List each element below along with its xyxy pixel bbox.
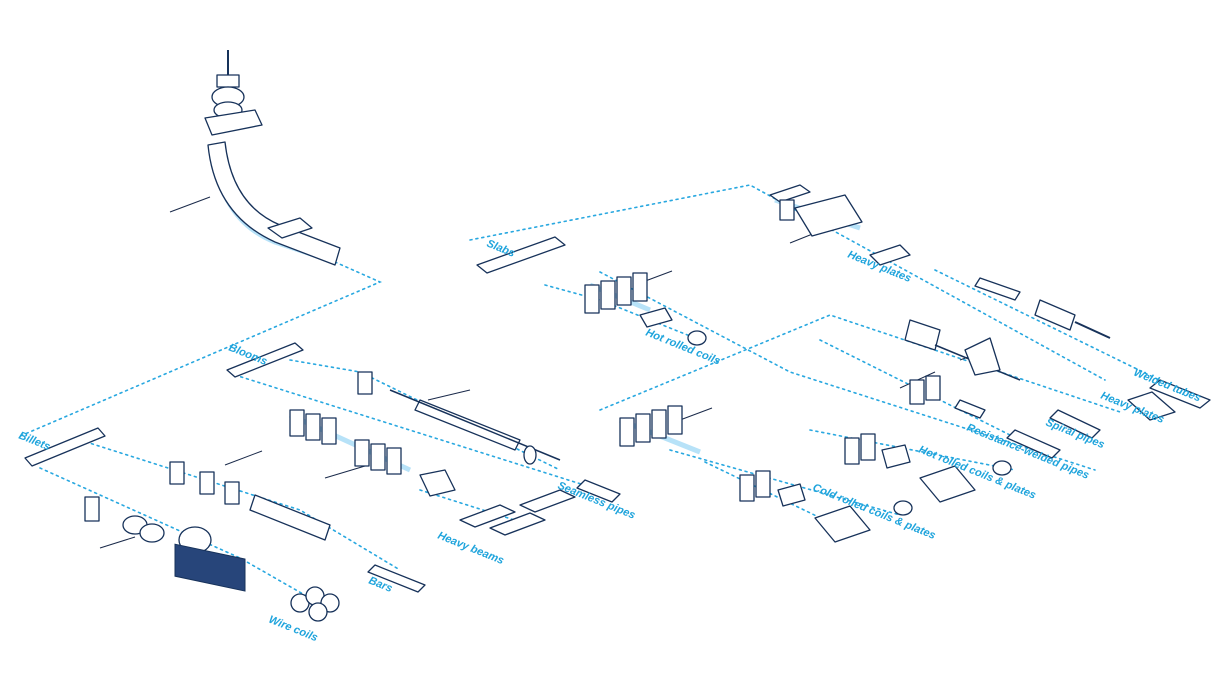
- semi-finished-stock: [24, 236, 566, 467]
- billets-block: [24, 427, 106, 467]
- welded-tube-line: [974, 277, 1211, 421]
- hot-strip-mill: [584, 272, 707, 346]
- continuous-caster: [204, 50, 341, 266]
- cold-mill: [619, 405, 913, 543]
- seamless-pipe-mill: [357, 371, 621, 503]
- spiral-pipe-line: [904, 319, 1101, 459]
- blooms-block: [226, 342, 304, 378]
- bar-mill: [169, 461, 426, 593]
- welded-tubes-product: [1149, 379, 1211, 409]
- label-heavy-beams: Heavy beams: [436, 530, 506, 567]
- heavy-plates-product-2: [1127, 391, 1176, 421]
- heavy-plate-mill: [769, 184, 911, 266]
- heavy-beam-product-1: [459, 504, 516, 528]
- heavy-beam-product-2: [489, 512, 546, 536]
- heavy-plate-product: [869, 244, 911, 266]
- hot-rolled-coil-product: [687, 330, 707, 346]
- wire-rod-mill: [84, 496, 340, 622]
- hot-rolled-plates-product: [919, 465, 976, 503]
- spiral-pipes-product: [1049, 409, 1101, 439]
- heavy-beam-mill: [288, 409, 576, 536]
- label-billets: Billets: [17, 430, 52, 453]
- resistance-welded-pipes-product: [1006, 429, 1061, 459]
- heavy-beam-product-3: [519, 489, 576, 513]
- bars-product: [367, 564, 426, 593]
- slabs-block: [476, 236, 566, 274]
- hot-rolled-coils-plates-line: [844, 433, 1012, 503]
- seamless-pipes-product: [576, 479, 621, 503]
- cold-rolled-plates-product: [814, 505, 871, 543]
